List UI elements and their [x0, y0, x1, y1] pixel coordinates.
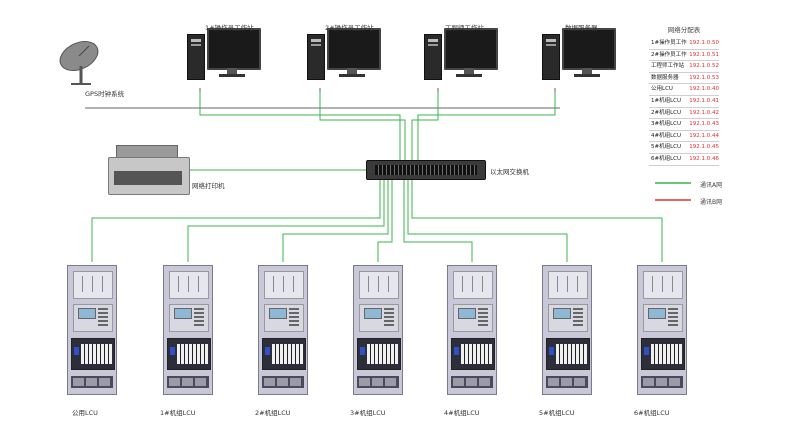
workstation-1[interactable]: [185, 20, 275, 90]
computer-tower-icon: [424, 34, 442, 80]
lcu-cabinet[interactable]: [163, 265, 213, 395]
cabinet-label-common: 公用LCU: [72, 409, 98, 417]
ip-address-table: 网络分配表 1#操作员工作站192.1.0.50 2#操作员工作站192.1.0…: [649, 24, 719, 166]
cabinet-label-5: 5#机组LCU: [539, 409, 575, 417]
table-row: 2#操作员工作站192.1.0.51: [649, 50, 719, 62]
printer-icon[interactable]: [108, 145, 190, 197]
data-server[interactable]: [540, 20, 630, 90]
table-row: 1#操作员工作站192.1.0.50: [649, 38, 719, 50]
cabinet-label-4: 4#机组LCU: [444, 409, 480, 417]
computer-tower-icon: [307, 34, 325, 80]
computer-tower-icon: [542, 34, 560, 80]
monitor-icon: [562, 28, 616, 70]
workstation-2[interactable]: [305, 20, 395, 90]
cabinet-label-3: 3#机组LCU: [350, 409, 386, 417]
monitor-icon: [327, 28, 381, 70]
monitor-icon: [444, 28, 498, 70]
cabinet-label-1: 1#机组LCU: [160, 409, 196, 417]
lcu-cabinet[interactable]: [67, 265, 117, 395]
gps-label: GPS时钟系统: [85, 90, 125, 98]
legend-keys: [655, 182, 691, 201]
legend-red-label: 通讯B网: [700, 199, 723, 206]
legend-green-label: 通讯A网: [700, 182, 723, 189]
cabinet-label-2: 2#机组LCU: [255, 409, 291, 417]
ip-table-title: 网络分配表: [667, 26, 701, 34]
lcu-cabinet[interactable]: [637, 265, 687, 395]
workstation-engineer[interactable]: [422, 20, 512, 90]
lcu-cabinet[interactable]: [447, 265, 497, 395]
cabinet-label-6: 6#机组LCU: [634, 409, 670, 417]
switch-label: 以太网交换机: [490, 168, 529, 176]
workstation-1-label: 1#操作员工作站: [205, 24, 254, 32]
workstation-2-label: 2#操作员工作站: [325, 24, 374, 32]
ethernet-switch-icon[interactable]: [366, 160, 486, 180]
lcu-cabinet[interactable]: [542, 265, 592, 395]
printer-label: 网络打印机: [192, 182, 225, 190]
gps-antenna-icon: [55, 38, 115, 88]
data-server-label: 数据服务器: [565, 24, 598, 32]
computer-tower-icon: [187, 34, 205, 80]
lcu-cabinet[interactable]: [353, 265, 403, 395]
workstation-engineer-label: 工程师工作站: [445, 24, 484, 32]
monitor-icon: [207, 28, 261, 70]
lcu-cabinet[interactable]: [258, 265, 308, 395]
